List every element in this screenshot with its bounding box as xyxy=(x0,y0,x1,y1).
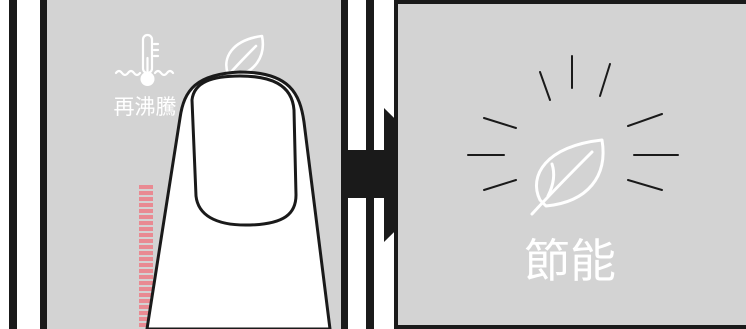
fingernail xyxy=(192,76,296,225)
right-panel: 節能 xyxy=(394,0,746,329)
level-segment xyxy=(139,239,153,243)
level-segment xyxy=(139,197,153,201)
level-segment xyxy=(139,191,153,195)
left-panel: 再沸騰 xyxy=(0,0,375,329)
left-frame-rail xyxy=(9,0,17,329)
level-segment xyxy=(139,185,153,189)
level-segment xyxy=(139,215,153,219)
level-segment xyxy=(139,251,153,255)
reboil-label: 再沸騰 xyxy=(114,95,177,119)
left-screen-border-left xyxy=(40,0,47,329)
level-segment xyxy=(139,263,153,267)
level-segment xyxy=(139,257,153,261)
level-segment xyxy=(139,221,153,225)
level-segment xyxy=(139,287,153,291)
level-segment xyxy=(139,233,153,237)
level-segment xyxy=(139,275,153,279)
level-segment xyxy=(139,245,153,249)
level-segment xyxy=(139,203,153,207)
level-segment xyxy=(139,269,153,273)
level-segment xyxy=(139,227,153,231)
level-segment xyxy=(139,209,153,213)
eco-label: 節能 xyxy=(524,234,616,288)
level-segment xyxy=(139,281,153,285)
